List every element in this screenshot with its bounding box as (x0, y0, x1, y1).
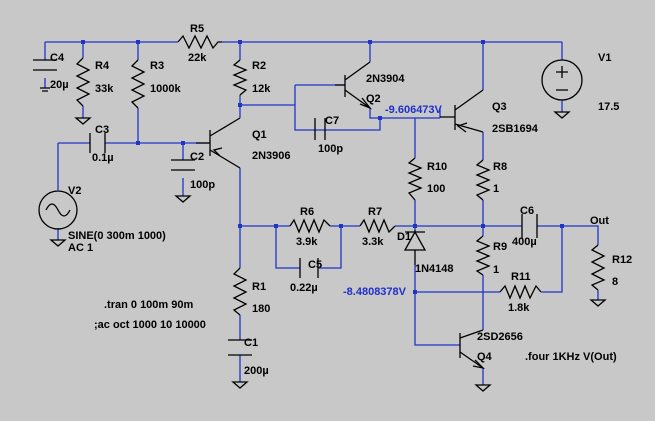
r3-name: R3 (150, 60, 164, 72)
c1-name: C1 (244, 337, 258, 349)
v2-value: SINE(0 300m 1000) (68, 230, 166, 242)
c3-symbol (89, 133, 106, 153)
c6-symbol (521, 214, 538, 238)
r4-name: R4 (95, 60, 110, 72)
four-directive: .four 1KHz V(Out) (525, 351, 617, 363)
r2-value: 12k (252, 83, 271, 95)
r2-symbol (232, 59, 248, 96)
q4-model: 2SD2656 (477, 331, 523, 343)
r7-name: R7 (368, 206, 382, 218)
r8-value: 1 (493, 183, 499, 195)
r12-name: R12 (612, 254, 632, 266)
ground-c2 (174, 195, 192, 203)
r1-symbol (232, 267, 248, 316)
c3-value: 0.1µ (92, 152, 114, 164)
q1-model: 2N3906 (252, 150, 291, 162)
r8-symbol (475, 159, 491, 201)
q2-name: Q2 (366, 93, 381, 105)
r4-symbol (75, 57, 91, 107)
c6-name: C6 (520, 205, 534, 217)
q3-symbol (440, 89, 484, 133)
wires (44, 41, 599, 385)
labels: C4 20µ R4 33k R3 1000k R5 22k R2 12k 2N3… (50, 23, 632, 377)
q2-model: 2N3904 (366, 73, 405, 85)
v1-name: V1 (598, 52, 611, 64)
c7-symbol (314, 118, 326, 140)
c7-value: 100p (318, 143, 343, 155)
r9-symbol (475, 235, 491, 276)
r5-symbol (177, 34, 222, 50)
ground-r4 (74, 117, 92, 125)
q2-symbol (335, 61, 373, 110)
q4-name: Q4 (477, 351, 493, 363)
d1-cathode-voltage: -8.4808378V (343, 286, 407, 298)
ac-directive: ;ac oct 1000 10 10000 (94, 319, 206, 331)
r6-name: R6 (300, 206, 314, 218)
r10-name: R10 (427, 161, 447, 173)
c6-value: 400µ (512, 236, 537, 248)
c7-name: C7 (325, 115, 339, 127)
q3-base-voltage: -9.606473V (385, 104, 443, 116)
v2-name: V2 (68, 185, 81, 197)
c2-name: C2 (190, 151, 204, 163)
c1-value: 200µ (244, 365, 269, 377)
c1-symbol (228, 339, 252, 389)
r5-name: R5 (190, 23, 204, 35)
r3-value: 1000k (150, 83, 181, 95)
r5-value: 22k (188, 52, 207, 64)
r3-symbol (130, 59, 146, 109)
r8-name: R8 (493, 161, 507, 173)
r6-value: 3.9k (296, 236, 318, 248)
d1-symbol (403, 230, 427, 265)
d1-name: D1 (397, 231, 411, 243)
c4-symbol (33, 59, 57, 92)
junctions (81, 40, 564, 294)
v1-value: 17.5 (598, 101, 619, 113)
c5-symbol (299, 258, 319, 278)
r11-name: R11 (511, 271, 531, 283)
c3-name: C3 (95, 124, 109, 136)
r12-value: 8 (612, 276, 618, 288)
out-label: Out (590, 215, 609, 227)
r11-symbol (499, 284, 542, 300)
c5-name: C5 (308, 259, 322, 271)
c4-value: 20µ (50, 79, 69, 91)
r7-value: 3.3k (362, 236, 384, 248)
q3-name: Q3 (492, 101, 507, 113)
r7-symbol (359, 218, 396, 234)
c2-symbol (171, 159, 195, 171)
r2-name: R2 (252, 60, 266, 72)
r1-name: R1 (252, 281, 266, 293)
d1-model: 1N4148 (415, 263, 454, 275)
v2-ac: AC 1 (68, 242, 93, 254)
q3-model: 2SB1694 (492, 123, 539, 135)
r9-value: 1 (493, 264, 499, 276)
r1-value: 180 (252, 303, 270, 315)
r4-value: 33k (95, 83, 114, 95)
q1-name: Q1 (252, 129, 267, 141)
r10-symbol (407, 157, 423, 201)
q4-symbol (459, 329, 492, 392)
r6-symbol (289, 218, 331, 234)
r11-value: 1.8k (508, 302, 530, 314)
v2-symbol (38, 190, 78, 247)
c5-value: 0.22µ (290, 282, 318, 294)
c4-name: C4 (50, 52, 65, 64)
q1-symbol (196, 117, 241, 169)
r12-symbol (589, 244, 607, 307)
v1-symbol (541, 59, 583, 119)
c2-value: 100p (190, 179, 215, 191)
r9-name: R9 (493, 241, 507, 253)
r10-value: 100 (427, 183, 445, 195)
tran-directive: .tran 0 100m 90m (104, 299, 193, 311)
